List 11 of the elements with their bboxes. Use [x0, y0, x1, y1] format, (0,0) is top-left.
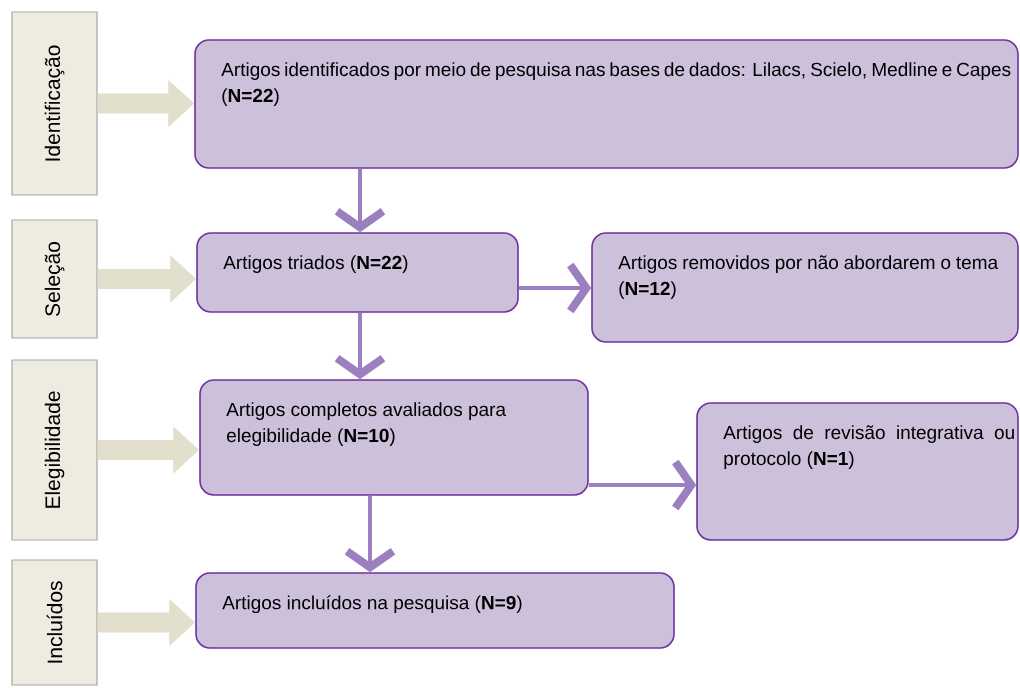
process-box: Artigos incluídos na pesquisa (N=9) [195, 572, 675, 649]
process-box: Artigos triados (N=22) [196, 232, 519, 313]
stage-label-box: Seleção [11, 219, 98, 339]
stage-label-box: Elegibilidade [11, 359, 98, 541]
chevron-arrow [588, 459, 697, 511]
process-box: Artigos completos avaliados para elegibilidade (N=10) [199, 379, 589, 496]
stage-label-box: Incluídos [11, 559, 98, 686]
process-box: Artigos de revisão integrativa ou protocolo (N=1) [696, 402, 1019, 541]
process-box: Artigos removidos por não abordarem o tema (N=12) [591, 232, 1019, 343]
process-box: Artigos identificados por meio de pesquisa nas bases de dados: Lilacs, Scielo, Medline e Capes (N=22) [194, 39, 1019, 169]
stage-label-box: Identificação [11, 11, 98, 196]
